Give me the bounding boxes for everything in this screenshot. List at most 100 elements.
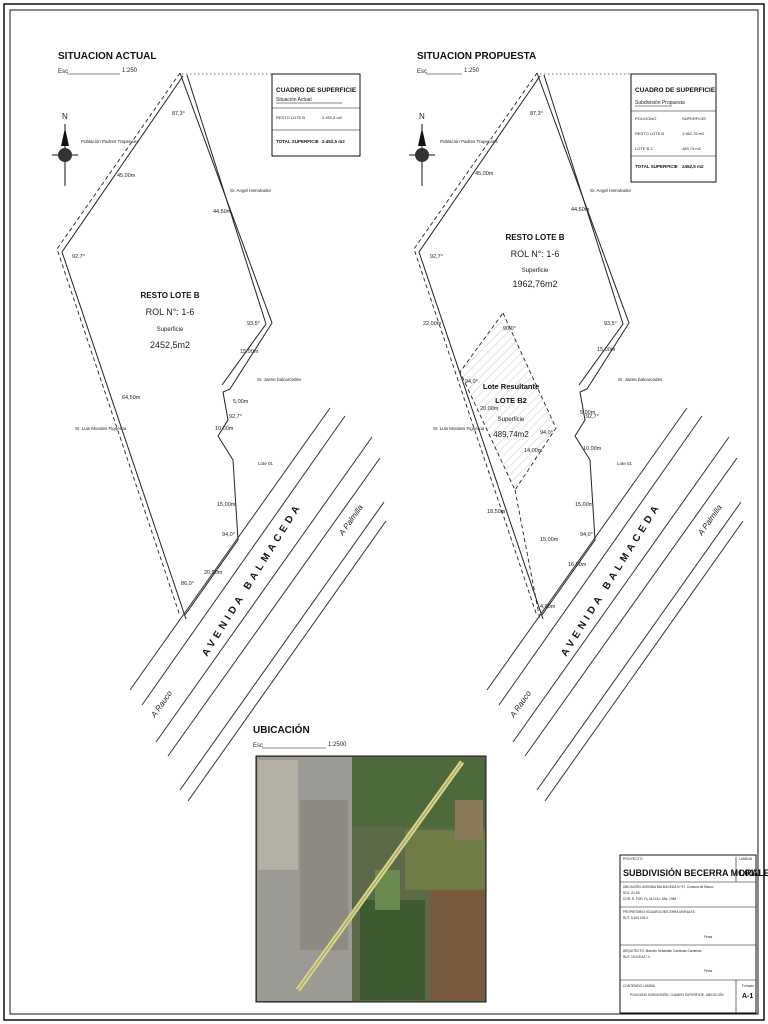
left-lot-east (179, 72, 273, 616)
right-scale-value: 1:250 (464, 68, 480, 74)
left-angle-6: 86,0° (181, 581, 194, 587)
right-dim-11: 15,00m (540, 537, 559, 543)
tb-architect-2: RUT: 16.028.427-4 (623, 955, 650, 959)
right-neighbor-5: Lote 01 (617, 461, 633, 466)
right-to-palmilla: A Palmilla (696, 503, 724, 538)
right-lot-sup-value: 1962,76m2 (512, 279, 557, 289)
tb-address-1: UBICACIÓN: AVENIDA BALMACEDA Nº 97, Comu… (623, 884, 714, 889)
left-table-row-value: 2.452,5 m2 (322, 115, 343, 120)
right-scale-prefix: Esc (417, 69, 427, 75)
left-neighbor-1: Población Padres Trapenses (81, 139, 139, 144)
location-section: UBICACIÓN Esc 1:2500 (253, 723, 487, 1003)
location-title: UBICACIÓN (253, 723, 310, 736)
left-lot-name: RESTO LOTE B (141, 291, 200, 300)
right-lot-rol: ROL N°: 1-6 (511, 249, 560, 259)
left-angle-4: 92,7° (229, 414, 242, 420)
left-table-row-name: RESTO LOTE B (276, 115, 305, 120)
tb-architect-sign: Firma (704, 969, 712, 973)
right-lot-outer-west (413, 72, 538, 617)
right-angle-8: 92,7° (586, 414, 599, 420)
tb-content-label: CONTENIDO LAMINA (623, 984, 656, 988)
left-avenue-label: AVENIDA BALMACEDA (200, 501, 304, 659)
right-lot-inner-west (418, 75, 544, 620)
right-angle-7: 94,0° (580, 532, 593, 538)
left-neighbor-5: Lote 01 (258, 461, 274, 466)
tb-format-value: A-1 (742, 993, 753, 1000)
left-neighbor-3: Sr. Jaime balcarcedes (257, 377, 302, 382)
right-access-strip (514, 489, 541, 621)
tb-sheet-value: L01/1 (739, 868, 762, 878)
tb-sheet-label: LAMINA (739, 857, 753, 861)
right-angle-5: 90,0° (503, 326, 516, 332)
left-panel: SITUACION ACTUAL Esc 1:250 N RESTO LOTE … (52, 51, 361, 620)
right-surface-table: CUADRO DE SUPERFICIE Subdivisión Propues… (630, 73, 717, 183)
left-north-arrow: N (52, 112, 78, 186)
right-dim-9: 20,00m (480, 406, 499, 412)
location-scale-value: 1:2500 (328, 742, 347, 748)
left-dim-8: 64,50m (122, 395, 141, 401)
right-title: SITUACION PROPUESTA (417, 51, 536, 62)
right-table-header-1: POLIGONO (635, 116, 656, 121)
left-surface-table: CUADRO DE SUPERFICIE Situación Actual RE… (271, 73, 361, 157)
right-angle-4: 94,0° (465, 379, 478, 385)
right-table-row2-value: 489,74 m2 (682, 146, 702, 151)
left-scale-prefix: Esc (58, 69, 68, 75)
right-table-subtitle: Subdivisión Propuesta (635, 100, 685, 106)
left-scale-value: 1:250 (122, 68, 138, 74)
right-angle-1: 87,3° (530, 111, 543, 117)
right-table-title: CUADRO DE SUPERFICIE (635, 87, 716, 94)
right-dim-5: 10,00m (583, 446, 602, 452)
left-dim-4: 5,00m (233, 399, 249, 405)
left-north-letter: N (62, 112, 68, 121)
right-neighbor-3: Sr. Jaime balcarcedes (618, 377, 663, 382)
left-neighbor-4: Sr. Luis Morales Figueroa (75, 426, 127, 431)
outer-frame (3, 3, 765, 1021)
tb-owner-sign: Firma (704, 935, 712, 939)
left-dim-2: 44,50m (213, 209, 232, 215)
left-to-palmilla: A Palmilla (337, 503, 365, 538)
right-dim-3: 15,00m (597, 347, 616, 353)
right-new-lot-line1: Lote Resultante (483, 382, 539, 391)
right-lot-name: RESTO LOTE B (506, 233, 565, 242)
tb-project-name: SUBDIVISIÓN BECERRA MORALES (623, 867, 768, 878)
left-dim-5: 10,00m (215, 426, 234, 432)
title-block: PROYECTO SUBDIVISIÓN BECERRA MORALES LAM… (619, 854, 768, 1014)
tb-project-label: PROYECTO (623, 857, 643, 861)
left-dim-3: 15,00m (240, 349, 259, 355)
right-neighbor-2: Sr. Angel Hernández (590, 188, 632, 193)
left-angle-3: 93,5° (247, 321, 260, 327)
right-new-lot-sup-value: 489,74m2 (493, 430, 529, 439)
right-neighbor-4: Sr. Luis Morales Figueroa (433, 426, 485, 431)
satellite-map (255, 755, 487, 1003)
right-north-letter: N (419, 112, 425, 121)
right-dim-1: 45,00m (475, 171, 494, 177)
right-dim-12: 18,50m (487, 509, 506, 515)
left-angle-5: 94,0° (222, 532, 235, 538)
left-angle-1: 87,3° (172, 111, 185, 117)
right-to-rauco: A Rauco (508, 689, 534, 720)
left-lot-sup-label: Superficie (157, 327, 184, 333)
right-table-row2-name: LOTE B-2 (635, 146, 654, 151)
right-north-arrow: N (409, 112, 435, 186)
left-lot-inner-west (61, 75, 187, 620)
left-lot-outer-west (56, 72, 181, 617)
right-table-row1-value: 1.962,76 m2 (682, 131, 705, 136)
right-dim-7: 16,00m (568, 562, 587, 568)
right-dim-10: 14,00m (524, 448, 543, 454)
left-dim-1: 45,00m (117, 173, 136, 179)
tb-owner-2: RUT: 5.263.105-0 (623, 916, 648, 920)
location-scale-prefix: Esc (253, 743, 263, 749)
tb-address-3: COR. R. FOR. Fs.44 N.51, Año: 1984 (623, 897, 676, 901)
tb-content-value: POLIGONO SUBDIVISIÓN, CUADRO SUPERFICIE,… (630, 992, 724, 997)
right-table-header-2: SUPERFICIE (682, 116, 706, 121)
left-table-total-label: TOTAL SUPERFICIE (276, 139, 319, 144)
tb-address-2: ROL: 01-06 (623, 891, 640, 895)
right-lot-east-inner (543, 74, 624, 386)
right-table-total-value: 2452,5 m2 (682, 164, 704, 169)
right-panel: SITUACION PROPUESTA Esc 1:250 N RESTO LO… (409, 51, 717, 621)
inner-frame (9, 9, 759, 1015)
right-lot-sup-label: Superficie (522, 268, 549, 274)
right-new-lot-line2: LOTE B2 (495, 396, 527, 405)
left-neighbor-2: Sr. Angel Hernández (230, 188, 272, 193)
